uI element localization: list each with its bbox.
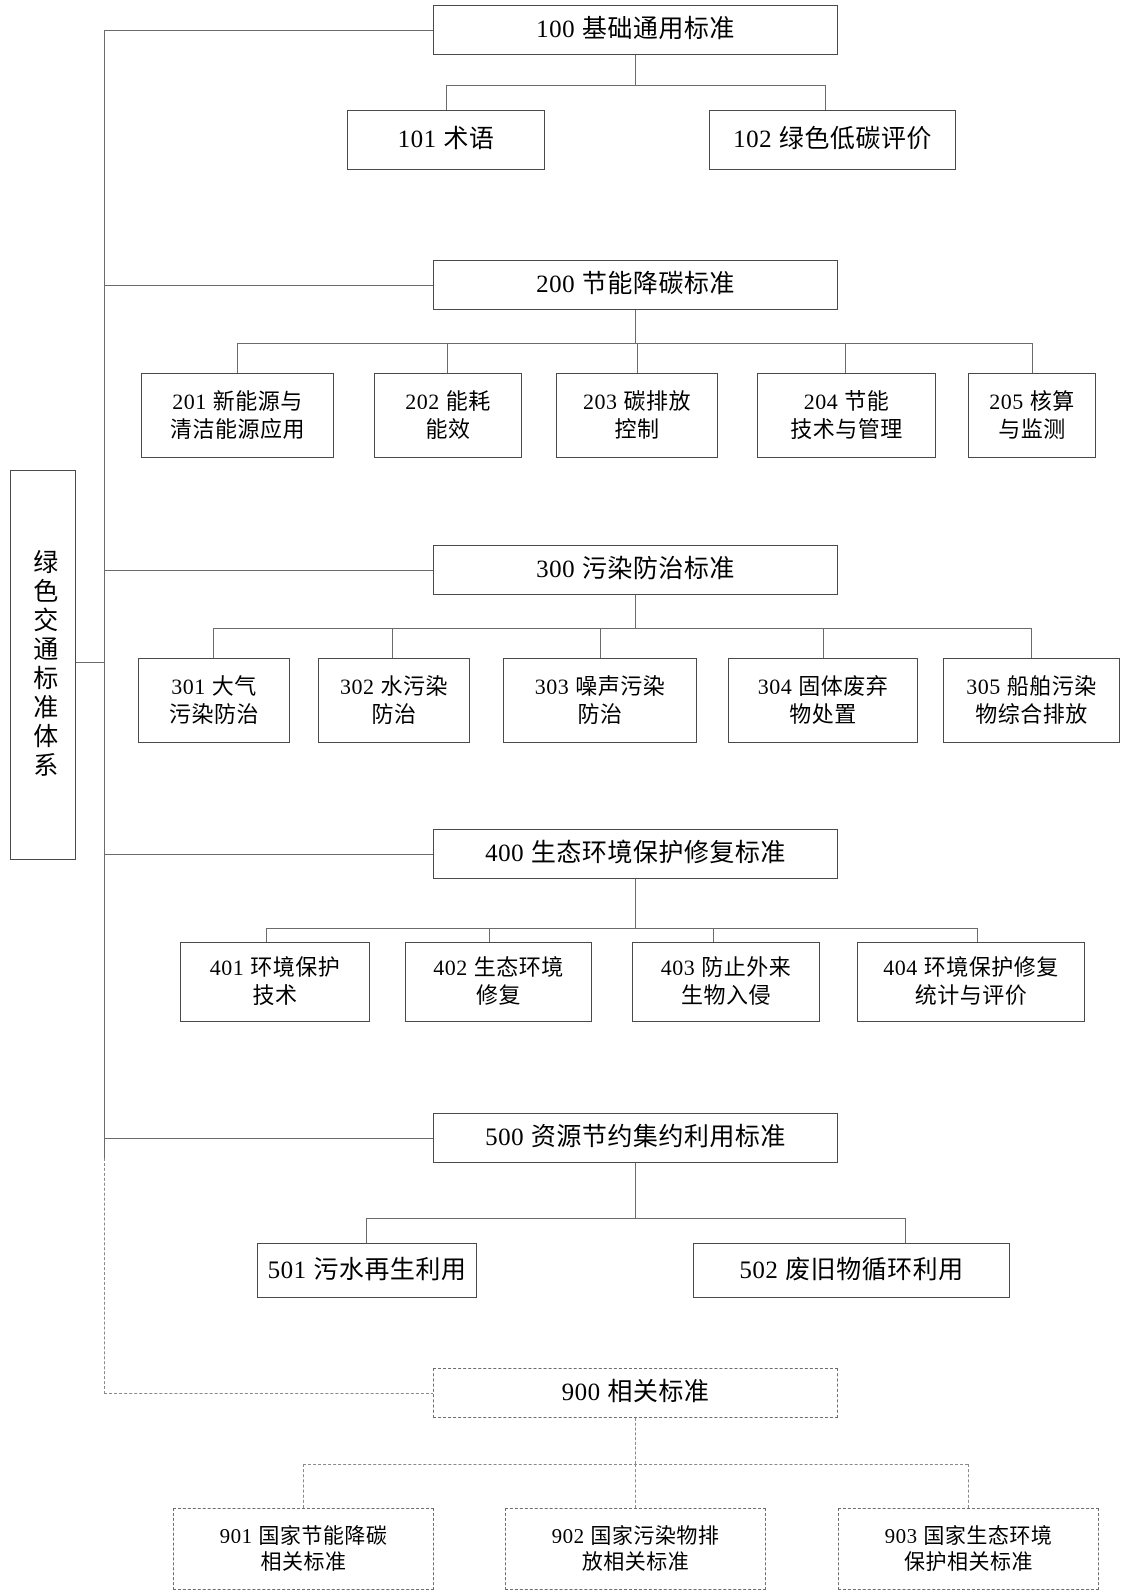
node-202-label: 202 能耗 能效	[405, 388, 491, 442]
link-200-bus	[237, 343, 1032, 344]
link-400-drop-404	[977, 928, 978, 942]
node-305-label: 305 船舶污染 物综合排放	[966, 673, 1097, 727]
node-903-label: 903 国家生态环境 保护相关标准	[884, 1523, 1053, 1574]
node-901[interactable]: 901 国家节能降碳 相关标准	[173, 1508, 434, 1590]
link-300-bus	[213, 628, 1031, 629]
node-203[interactable]: 203 碳排放 控制	[556, 373, 718, 458]
node-100[interactable]: 100 基础通用标准	[433, 5, 838, 55]
link-300-drop-301	[213, 628, 214, 658]
link-500-bus	[366, 1218, 905, 1219]
node-902-label: 902 国家污染物排 放相关标准	[551, 1523, 720, 1574]
node-102[interactable]: 102 绿色低碳评价	[709, 110, 956, 170]
node-302[interactable]: 302 水污染 防治	[318, 658, 470, 743]
node-102-label: 102 绿色低碳评价	[733, 126, 932, 154]
link-900-drop-902	[635, 1464, 636, 1508]
node-403-label: 403 防止外来 生物入侵	[660, 955, 792, 1008]
node-200[interactable]: 200 节能降碳标准	[433, 260, 838, 310]
link-200-drop-204	[845, 343, 846, 373]
link-200-stem	[635, 310, 636, 343]
link-trunk-500	[104, 1138, 434, 1139]
link-300-drop-304	[823, 628, 824, 658]
node-402[interactable]: 402 生态环境 修复	[405, 942, 592, 1022]
link-trunk-400	[104, 854, 434, 855]
node-203-label: 203 碳排放 控制	[582, 388, 691, 442]
node-502-label: 502 废旧物循环利用	[739, 1256, 964, 1284]
node-501[interactable]: 501 污水再生利用	[257, 1243, 477, 1298]
node-201[interactable]: 201 新能源与 清洁能源应用	[141, 373, 334, 458]
node-901-label: 901 国家节能降碳 相关标准	[219, 1523, 388, 1574]
node-900[interactable]: 900 相关标准	[433, 1368, 838, 1418]
link-200-drop-201	[237, 343, 238, 373]
node-500-label: 500 资源节约集约利用标准	[485, 1124, 786, 1152]
link-500-stem	[635, 1163, 636, 1218]
link-trunk-100	[104, 30, 434, 31]
node-402-label: 402 生态环境 修复	[433, 955, 564, 1008]
root-label-text: 绿色交通标准体系	[29, 549, 57, 781]
node-205-label: 205 核算 与监测	[989, 388, 1075, 442]
node-404-label: 404 环境保护修复 统计与评价	[883, 955, 1059, 1008]
link-200-drop-202	[447, 343, 448, 373]
node-101-label: 101 术语	[397, 126, 495, 154]
node-200-label: 200 节能降碳标准	[536, 271, 735, 299]
link-trunk-300	[104, 570, 434, 571]
link-400-bus	[266, 928, 977, 929]
node-202[interactable]: 202 能耗 能效	[374, 373, 522, 458]
node-100-label: 100 基础通用标准	[536, 16, 735, 44]
link-100-drop-102	[825, 85, 826, 110]
link-500-drop-501	[366, 1218, 367, 1243]
node-303[interactable]: 303 噪声污染 防治	[503, 658, 697, 743]
link-100-stem	[635, 55, 636, 85]
node-900-label: 900 相关标准	[561, 1379, 710, 1407]
node-400-label: 400 生态环境保护修复标准	[485, 840, 786, 868]
node-304[interactable]: 304 固体废弃 物处置	[728, 658, 918, 743]
link-400-stem	[635, 879, 636, 928]
root-label-box: 绿色交通标准体系	[10, 470, 76, 860]
node-502[interactable]: 502 废旧物循环利用	[693, 1243, 1010, 1298]
node-300-label: 300 污染防治标准	[536, 556, 735, 584]
node-303-label: 303 噪声污染 防治	[534, 673, 666, 727]
link-900-drop-903	[968, 1464, 969, 1508]
link-200-drop-203	[637, 343, 638, 373]
link-400-drop-401	[266, 928, 267, 942]
node-201-label: 201 新能源与 清洁能源应用	[169, 388, 305, 442]
trunk-line-dashed	[104, 1158, 105, 1394]
node-302-label: 302 水污染 防治	[339, 673, 448, 727]
link-500-drop-502	[905, 1218, 906, 1243]
node-401-label: 401 环境保护 技术	[209, 955, 341, 1008]
link-trunk-200	[104, 285, 434, 286]
node-301[interactable]: 301 大气 污染防治	[138, 658, 290, 743]
link-900-drop-901	[303, 1464, 304, 1508]
link-300-stem	[635, 595, 636, 628]
link-100-drop-101	[446, 85, 447, 110]
node-204[interactable]: 204 节能 技术与管理	[757, 373, 936, 458]
node-101[interactable]: 101 术语	[347, 110, 545, 170]
node-902[interactable]: 902 国家污染物排 放相关标准	[505, 1508, 766, 1590]
link-200-drop-205	[1032, 343, 1033, 373]
link-300-drop-303	[600, 628, 601, 658]
node-301-label: 301 大气 污染防治	[168, 673, 259, 727]
node-205[interactable]: 205 核算 与监测	[968, 373, 1096, 458]
node-903[interactable]: 903 国家生态环境 保护相关标准	[838, 1508, 1099, 1590]
node-304-label: 304 固体废弃 物处置	[757, 673, 889, 727]
link-300-drop-302	[392, 628, 393, 658]
node-204-label: 204 节能 技术与管理	[790, 388, 903, 442]
link-400-drop-403	[713, 928, 714, 942]
node-300[interactable]: 300 污染防治标准	[433, 545, 838, 595]
trunk-line-solid	[104, 30, 105, 1158]
link-900-stem	[635, 1418, 636, 1464]
link-trunk-900	[104, 1393, 434, 1394]
node-305[interactable]: 305 船舶污染 物综合排放	[943, 658, 1120, 743]
link-100-bus	[446, 85, 825, 86]
link-400-drop-402	[489, 928, 490, 942]
node-404[interactable]: 404 环境保护修复 统计与评价	[857, 942, 1085, 1022]
node-403[interactable]: 403 防止外来 生物入侵	[632, 942, 820, 1022]
root-to-trunk-line	[76, 662, 105, 663]
link-300-drop-305	[1031, 628, 1032, 658]
node-501-label: 501 污水再生利用	[267, 1256, 467, 1284]
node-500[interactable]: 500 资源节约集约利用标准	[433, 1113, 838, 1163]
node-401[interactable]: 401 环境保护 技术	[180, 942, 370, 1022]
node-400[interactable]: 400 生态环境保护修复标准	[433, 829, 838, 879]
